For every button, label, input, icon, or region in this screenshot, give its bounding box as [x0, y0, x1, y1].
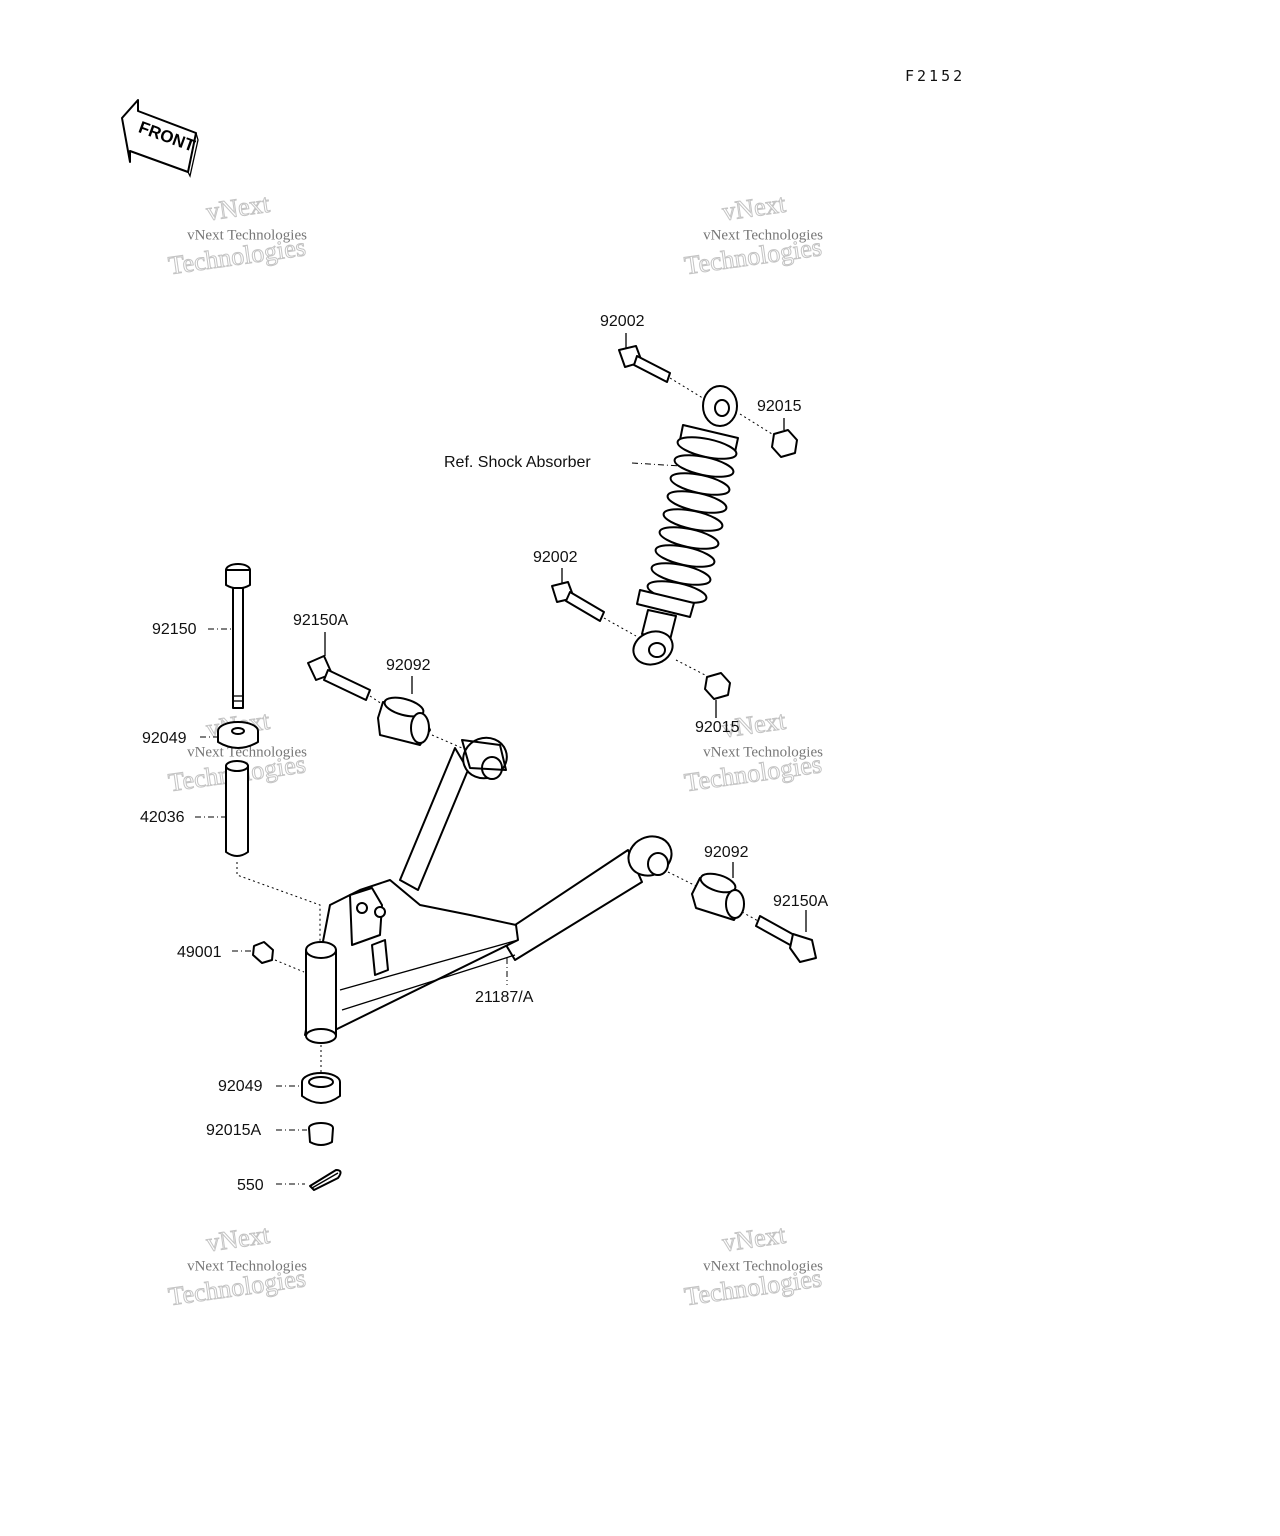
- part-label-92150: 92150: [152, 621, 197, 638]
- svg-text:vNext: vNext: [720, 1220, 788, 1258]
- svg-text:vNext Technologies: vNext Technologies: [187, 745, 307, 761]
- part-label-550: 550: [237, 1177, 264, 1194]
- part-label-92015a: 92015A: [206, 1122, 261, 1139]
- shock-absorber[interactable]: [629, 385, 739, 670]
- part-label-42036: 42036: [140, 809, 185, 826]
- bolt-92002-top[interactable]: [618, 333, 707, 401]
- svg-text:vNext Technologies: vNext Technologies: [703, 228, 823, 244]
- svg-text:vNext: vNext: [204, 1220, 272, 1258]
- watermark-top-right: vNext vNext Technologies Technologies: [682, 188, 824, 280]
- watermark-bottom-left: vNext vNext Technologies Technologies: [166, 1219, 308, 1311]
- part-label-92049-bottom: 92049: [218, 1078, 263, 1095]
- svg-text:vNext Technologies: vNext Technologies: [187, 1259, 307, 1275]
- part-label-92049-top: 92049: [142, 730, 187, 747]
- bolt-92150a-lower[interactable]: [741, 910, 817, 963]
- collar-42036[interactable]: [195, 760, 321, 942]
- bushing-92092-upper[interactable]: [377, 676, 463, 749]
- part-label-ref-shock-absorber: Ref. Shock Absorber: [444, 454, 591, 471]
- svg-text:vNext: vNext: [204, 189, 272, 227]
- grease-fitting-49001[interactable]: [232, 941, 305, 973]
- part-label-92002-top: 92002: [600, 313, 645, 330]
- washer-92049-bottom[interactable]: [276, 1045, 341, 1104]
- svg-text:vNext Technologies: vNext Technologies: [187, 228, 307, 244]
- part-label-92015-lower: 92015: [695, 719, 740, 736]
- part-label-92150a-lower: 92150A: [773, 893, 828, 910]
- bolt-92002-lower[interactable]: [551, 568, 637, 637]
- part-label-92002-lower: 92002: [533, 549, 578, 566]
- svg-text:vNext Technologies: vNext Technologies: [703, 745, 823, 761]
- part-label-92015-top: 92015: [757, 398, 802, 415]
- part-label-92150a-upper: 92150A: [293, 612, 348, 629]
- part-label-92092-lower: 92092: [704, 844, 749, 861]
- nut-92015-top[interactable]: [739, 413, 798, 458]
- bolt-92150[interactable]: [208, 563, 251, 709]
- nut-92015-lower[interactable]: [675, 659, 731, 718]
- part-label-92092-upper: 92092: [386, 657, 431, 674]
- svg-text:vNext: vNext: [720, 189, 788, 227]
- suspension-arm-21187[interactable]: [304, 732, 678, 1044]
- bushing-92092-lower[interactable]: [667, 862, 745, 921]
- part-label-21187a: 21187/A: [475, 989, 534, 1006]
- watermark-middle-right: vNext vNext Technologies Technologies: [682, 705, 824, 797]
- diagram-code: F2152: [905, 67, 965, 85]
- watermark-top-left: vNext vNext Technologies Technologies: [166, 188, 308, 280]
- cotter-pin-550[interactable]: [276, 1169, 342, 1191]
- watermark-bottom-right: vNext vNext Technologies Technologies: [682, 1219, 824, 1311]
- svg-text:vNext Technologies: vNext Technologies: [703, 1259, 823, 1275]
- part-label-49001: 49001: [177, 944, 222, 961]
- bolt-92150a-upper[interactable]: [307, 632, 383, 705]
- washer-92049-top[interactable]: [200, 721, 259, 749]
- castle-nut-92015a[interactable]: [276, 1122, 334, 1146]
- front-arrow-icon: FRONT: [121, 99, 199, 178]
